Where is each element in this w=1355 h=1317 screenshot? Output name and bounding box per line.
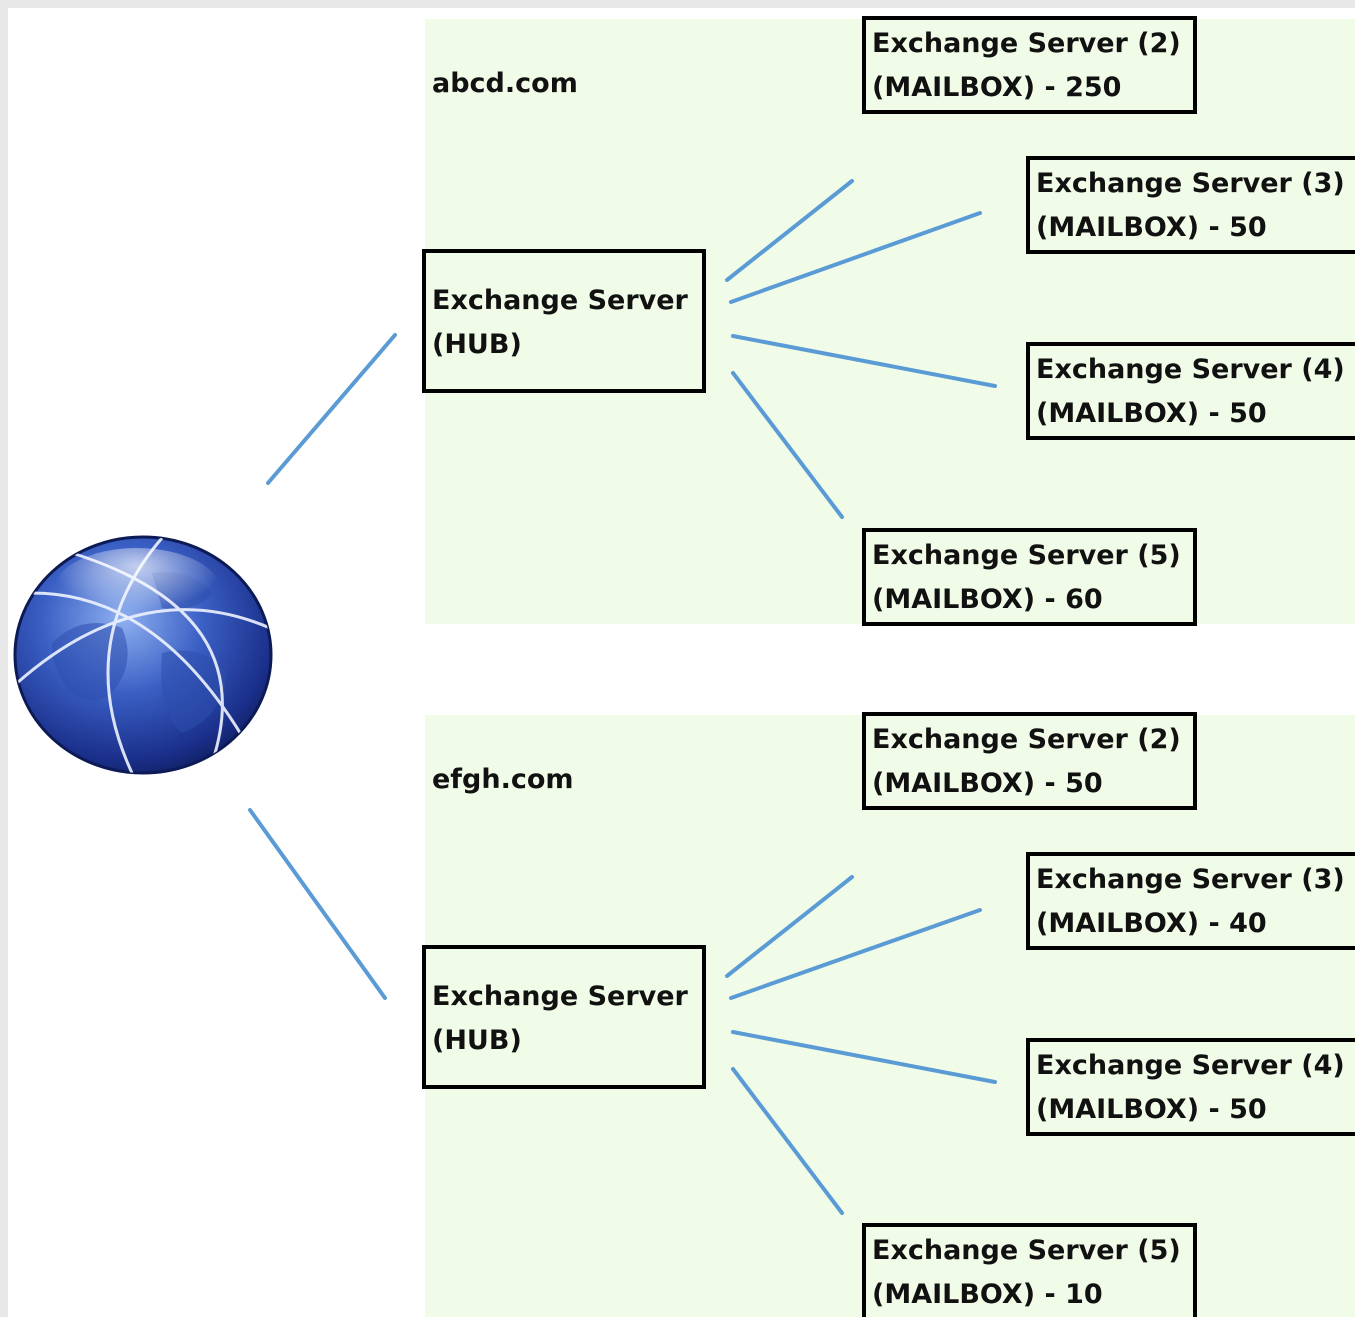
connector-globe-hub-efgh: [248, 808, 387, 1000]
connector-hub-abcd-mb3: [729, 211, 982, 304]
mailbox-server-abcd-5: Exchange Server (5) (MAILBOX) - 60: [862, 528, 1197, 626]
mailbox-server-label: Exchange Server (4): [1036, 354, 1345, 385]
hub-server-role: (HUB): [432, 1025, 522, 1056]
mailbox-server-abcd-2: Exchange Server (2) (MAILBOX) - 250: [862, 16, 1197, 114]
mailbox-server-count: (MAILBOX) - 50: [1036, 398, 1267, 429]
connector-hub-efgh-mb5: [731, 1067, 844, 1215]
hub-server-efgh: Exchange Server (HUB): [422, 945, 706, 1089]
hub-server-abcd: Exchange Server (HUB): [422, 249, 706, 393]
mailbox-server-count: (MAILBOX) - 40: [1036, 908, 1267, 939]
mailbox-server-label: Exchange Server (3): [1036, 168, 1345, 199]
globe-icon: [13, 535, 273, 775]
hub-server-label: Exchange Server: [432, 981, 688, 1012]
connector-hub-efgh-mb4: [731, 1030, 997, 1084]
connector-hub-abcd-mb4: [731, 334, 997, 388]
mailbox-server-count: (MAILBOX) - 50: [1036, 1094, 1267, 1125]
mailbox-server-efgh-2: Exchange Server (2) (MAILBOX) - 50: [862, 712, 1197, 810]
connector-hub-abcd-mb2: [725, 179, 854, 282]
mailbox-server-count: (MAILBOX) - 250: [872, 72, 1122, 103]
mailbox-server-count: (MAILBOX) - 50: [872, 768, 1103, 799]
mailbox-server-count: (MAILBOX) - 10: [872, 1279, 1103, 1310]
connector-hub-efgh-mb2: [725, 875, 854, 978]
connector-globe-hub-abcd: [266, 333, 397, 485]
mailbox-server-abcd-3: Exchange Server (3) (MAILBOX) - 50: [1026, 156, 1355, 254]
domain-label-abcd: abcd.com: [432, 68, 578, 99]
connector-hub-abcd-mb5: [731, 371, 844, 519]
mailbox-server-label: Exchange Server (2): [872, 724, 1181, 755]
mailbox-server-efgh-5: Exchange Server (5) (MAILBOX) - 10: [862, 1223, 1197, 1317]
mailbox-server-label: Exchange Server (5): [872, 540, 1181, 571]
mailbox-server-count: (MAILBOX) - 60: [872, 584, 1103, 615]
hub-server-label: Exchange Server: [432, 285, 688, 316]
mailbox-server-abcd-4: Exchange Server (4) (MAILBOX) - 50: [1026, 342, 1355, 440]
mailbox-server-efgh-4: Exchange Server (4) (MAILBOX) - 50: [1026, 1038, 1355, 1136]
mailbox-server-label: Exchange Server (3): [1036, 864, 1345, 895]
connector-hub-efgh-mb3: [729, 908, 982, 1000]
hub-server-role: (HUB): [432, 329, 522, 360]
domain-label-efgh: efgh.com: [432, 764, 574, 795]
mailbox-server-count: (MAILBOX) - 50: [1036, 212, 1267, 243]
mailbox-server-label: Exchange Server (5): [872, 1235, 1181, 1266]
mailbox-server-label: Exchange Server (4): [1036, 1050, 1345, 1081]
mailbox-server-efgh-3: Exchange Server (3) (MAILBOX) - 40: [1026, 852, 1355, 950]
mailbox-server-label: Exchange Server (2): [872, 28, 1181, 59]
